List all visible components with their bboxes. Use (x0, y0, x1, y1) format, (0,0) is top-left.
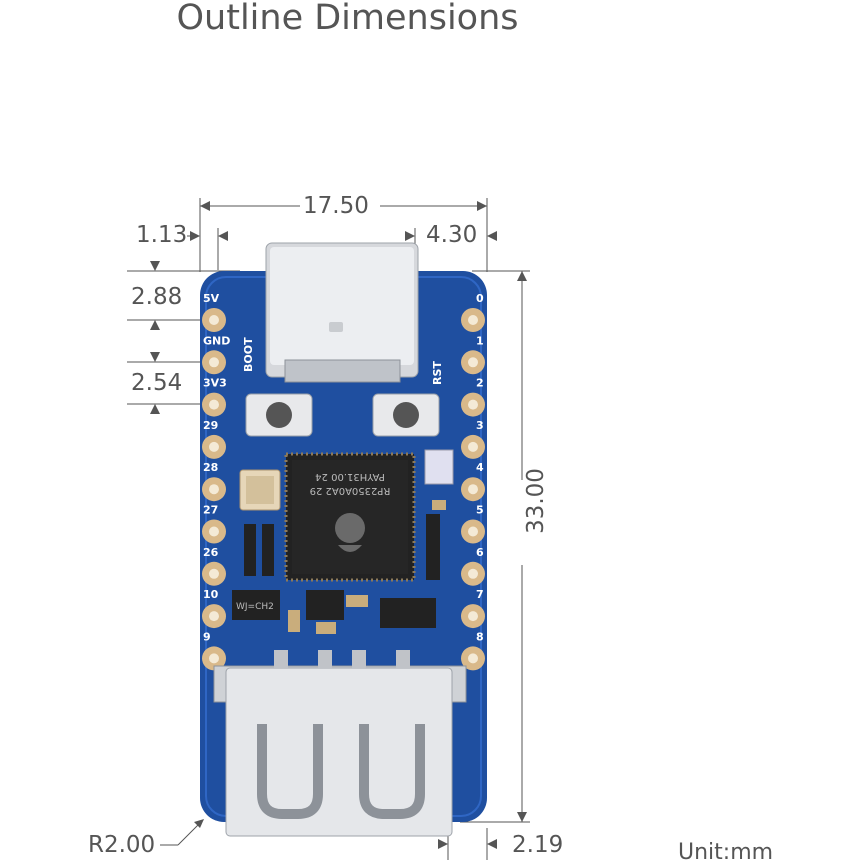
right-pin-label: 4 (476, 461, 484, 474)
left-pin-label: 9 (203, 630, 211, 643)
ic-ch2 (232, 590, 280, 620)
right-pin-label: 3 (476, 419, 484, 432)
right-pin-label: 8 (476, 630, 484, 643)
left-pin-label: 27 (203, 504, 218, 517)
rst-label: RST (431, 361, 444, 385)
left-offset-label: 1.13 (136, 222, 188, 248)
width-dim-label: 17.50 (303, 193, 369, 219)
corner-radius-label: R2.00 (88, 832, 156, 858)
dimension-arrows (150, 201, 527, 849)
height-dim-label: 33.00 (522, 468, 549, 534)
left-pin-label: 3V3 (203, 377, 227, 390)
pin-pitch-label: 2.54 (131, 370, 183, 396)
top-pin-label: 2.88 (131, 284, 183, 310)
left-pin-label: 10 (203, 588, 219, 601)
right-pin-label: 6 (476, 546, 484, 559)
usb-a-connector (213, 650, 467, 837)
left-pin-label: 29 (203, 419, 218, 432)
right-pin-label: 1 (476, 334, 484, 347)
ic-label: WJ=CH2 (236, 602, 274, 612)
boot-label: BOOT (242, 337, 255, 372)
silkscreen: BOOT RST RP2350A0A2 29 PAYH31.00 24 WJ=C… (236, 337, 444, 612)
pin-pads (202, 308, 485, 671)
unit-label: Unit:mm (678, 840, 774, 865)
chip-text-2: PAYH31.00 24 (315, 471, 385, 482)
boot-button (245, 393, 313, 437)
left-pin-label: GND (203, 334, 230, 347)
usb-c-connector (265, 242, 419, 383)
page-title: Outline Dimensions (176, 0, 519, 38)
left-pin-label: 26 (203, 546, 219, 559)
right-offset-label: 4.30 (426, 222, 478, 248)
right-pin-label: 2 (476, 377, 484, 390)
usb-overhang-label: 2.19 (512, 832, 564, 858)
rst-button (372, 393, 440, 437)
chip-text-1: RP2350A0A2 29 (310, 485, 391, 496)
right-pin-label: 7 (476, 588, 484, 601)
left-pin-label: 5V (203, 292, 220, 305)
rgb-led (424, 449, 454, 485)
rp2350-chip (284, 452, 416, 582)
right-pin-label: 0 (476, 292, 484, 305)
left-pin-label: 28 (203, 461, 218, 474)
right-pin-label: 5 (476, 504, 484, 517)
